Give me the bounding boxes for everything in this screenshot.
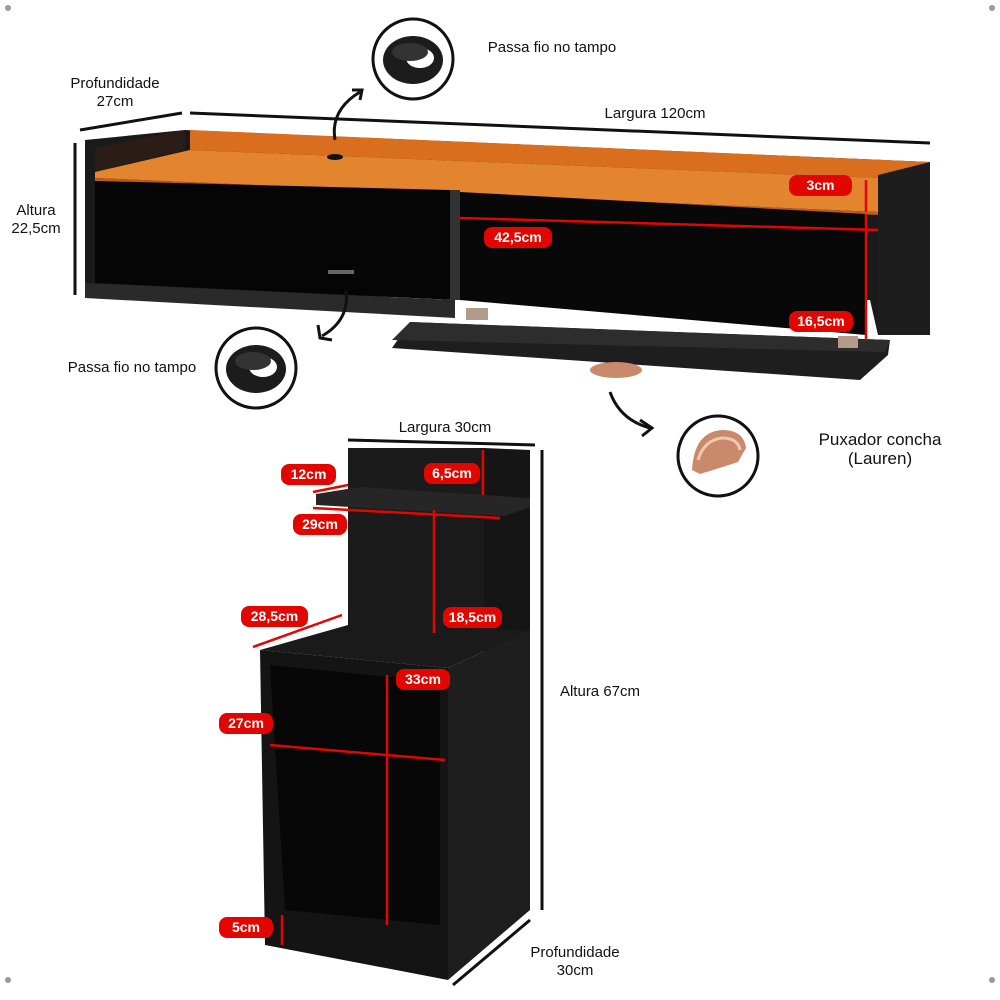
shelf-height-label: Altura 22,5cm bbox=[0, 202, 72, 238]
cable-hole-bottom-label: Passa fio no tampo bbox=[67, 359, 197, 376]
nightstand-dimension-lines bbox=[347, 438, 544, 987]
nightstand-depth-label: Profundidade 30cm bbox=[515, 944, 635, 980]
badge-top-thickness: 3cm bbox=[789, 175, 852, 196]
badge-shelf-gap: 6,5cm bbox=[424, 463, 480, 484]
badge-niche-height: 33cm bbox=[396, 669, 450, 690]
badge-back-height: 18,5cm bbox=[443, 607, 502, 628]
badge-niche-width: 27cm bbox=[219, 713, 273, 734]
shelf-depth-label: Profundidade 27cm bbox=[55, 75, 175, 111]
shelf-depth-value: 27cm bbox=[96, 93, 134, 110]
badge-top-depth: 28,5cm bbox=[241, 606, 308, 627]
shelf-width-label: Largura 120cm bbox=[604, 105, 706, 122]
wall-shelf bbox=[85, 130, 930, 380]
nightstand-red-measure-lines bbox=[252, 450, 501, 945]
nightstand bbox=[260, 448, 530, 980]
shelf-dimension-lines bbox=[73, 88, 931, 438]
nightstand-depth-title: Profundidade bbox=[530, 944, 620, 961]
badge-foot-height: 5cm bbox=[219, 917, 273, 938]
nightstand-depth-value: 30cm bbox=[556, 962, 594, 979]
nightstand-width-label: Largura 30cm bbox=[398, 419, 492, 436]
handle-label: Puxador concha (Lauren) bbox=[800, 430, 960, 468]
shelf-red-measure-lines bbox=[459, 180, 879, 340]
shelf-height-value: 22,5cm bbox=[11, 220, 61, 237]
handle-callout bbox=[676, 414, 760, 498]
handle-model: (Lauren) bbox=[847, 449, 913, 468]
handle-title: Puxador concha bbox=[818, 430, 942, 449]
badge-compartment-width: 42,5cm bbox=[484, 227, 552, 248]
grommet-callout-top bbox=[371, 17, 455, 101]
corner-dots bbox=[5, 5, 995, 983]
shelf-depth-title: Profundidade bbox=[70, 75, 160, 92]
cable-hole-top-label: Passa fio no tampo bbox=[487, 39, 617, 56]
badge-compartment-height: 16,5cm bbox=[789, 311, 853, 332]
shelf-height-title: Altura bbox=[16, 202, 56, 219]
badge-shelf-depth: 12cm bbox=[281, 464, 336, 485]
badge-shelf-width: 29cm bbox=[293, 514, 347, 535]
nightstand-height-label: Altura 67cm bbox=[559, 683, 641, 700]
handle-on-door bbox=[590, 362, 642, 378]
grommet-callout-bottom bbox=[214, 326, 298, 410]
